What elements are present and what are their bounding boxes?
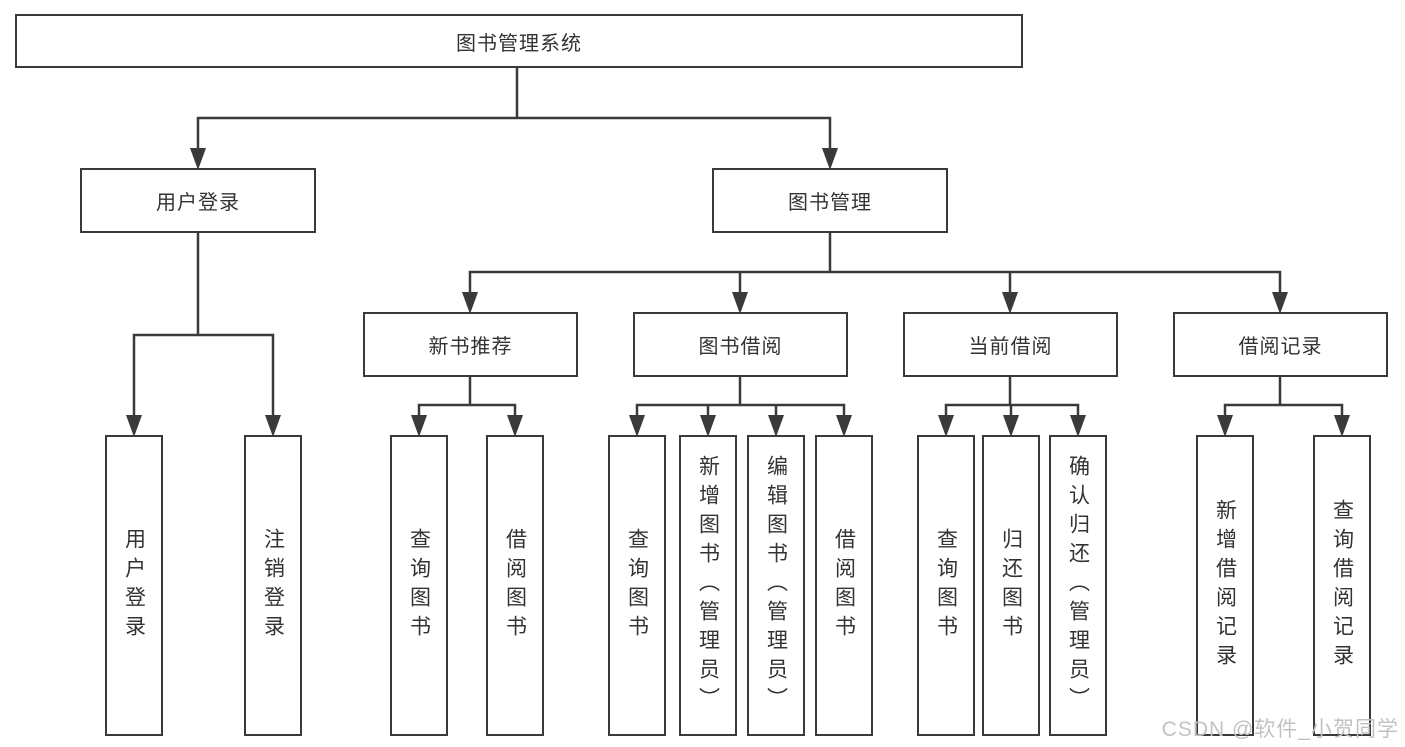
node-library-system: 图书管理系统 [15, 14, 1023, 68]
node-label: 借阅记录 [1238, 336, 1323, 358]
node-label: 新书推荐 [428, 336, 513, 358]
node-label: 编辑图书（管理员） [764, 455, 788, 716]
leaf-borrow-book: 借阅图书 [815, 435, 873, 736]
node-new-book-recommend: 新书推荐 [363, 312, 578, 377]
node-label: 用户登录 [122, 527, 146, 644]
leaf-query-book-recommend: 查询图书 [390, 435, 448, 736]
node-label: 新增图书（管理员） [696, 455, 720, 716]
leaf-add-borrow-record: 新增借阅记录 [1196, 435, 1254, 736]
node-user-login-branch: 用户登录 [80, 168, 316, 233]
leaf-edit-book-admin: 编辑图书（管理员） [747, 435, 805, 736]
node-label: 图书借阅 [698, 336, 783, 358]
leaf-logout-login: 注销登录 [244, 435, 302, 736]
node-book-borrowing: 图书借阅 [633, 312, 848, 377]
node-label: 图书管理系统 [456, 32, 582, 55]
node-label: 当前借阅 [968, 336, 1053, 358]
leaf-return-book: 归还图书 [982, 435, 1040, 736]
leaf-query-borrow-record: 查询借阅记录 [1313, 435, 1371, 736]
node-label: 借阅图书 [832, 527, 856, 644]
node-label: 图书管理 [788, 192, 872, 214]
node-label: 注销登录 [261, 527, 285, 644]
leaf-borrow-book-recommend: 借阅图书 [486, 435, 544, 736]
node-label: 确认归还（管理员） [1066, 455, 1090, 716]
leaf-confirm-return-admin: 确认归还（管理员） [1049, 435, 1107, 736]
node-label: 查询图书 [407, 527, 431, 644]
leaf-query-book-current: 查询图书 [917, 435, 975, 736]
watermark-text: CSDN @软件_小贺同学 [1161, 718, 1399, 741]
leaf-add-book-admin: 新增图书（管理员） [679, 435, 737, 736]
node-book-management: 图书管理 [712, 168, 948, 233]
node-label: 借阅图书 [503, 527, 527, 644]
node-label: 查询借阅记录 [1330, 498, 1354, 673]
leaf-user-login: 用户登录 [105, 435, 163, 736]
node-label: 查询图书 [625, 527, 649, 644]
arrowhead-icons [126, 148, 1350, 437]
node-label: 用户登录 [156, 192, 240, 214]
node-current-borrowing: 当前借阅 [903, 312, 1118, 377]
leaf-query-book-borrowing: 查询图书 [608, 435, 666, 736]
node-label: 新增借阅记录 [1213, 498, 1237, 673]
connector-paths [132, 66, 1344, 421]
node-label: 归还图书 [999, 527, 1023, 644]
node-borrowing-records: 借阅记录 [1173, 312, 1388, 377]
node-label: 查询图书 [934, 527, 958, 644]
